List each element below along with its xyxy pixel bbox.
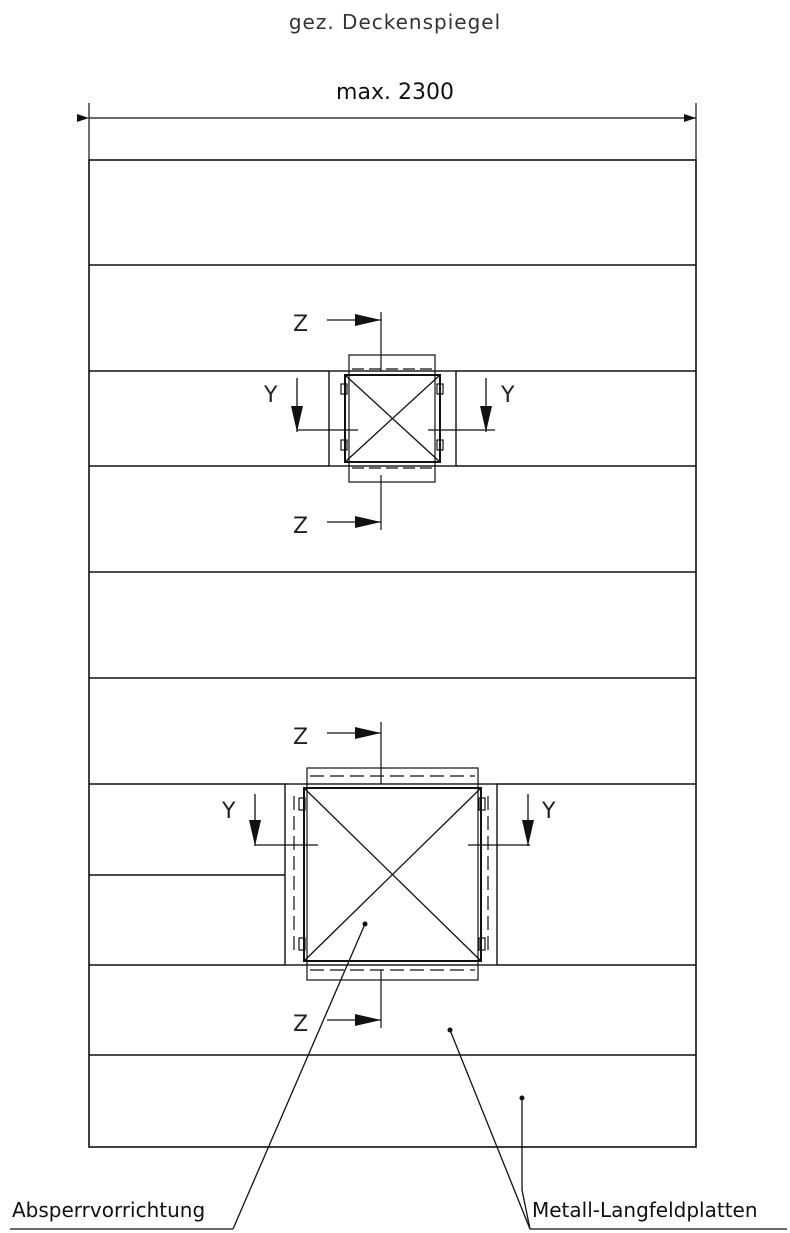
damper-large-diagonal [303,787,482,962]
drawing-title: gez. Deckenspiegel [288,10,502,34]
callout-absperrvorrichtung: Absperrvorrichtung [12,1198,206,1222]
bracket [436,439,444,451]
section-label-z: Z [293,1012,308,1037]
damper-small-body [344,374,441,463]
leader-dot [519,1095,525,1101]
section-label-y: Y [541,799,556,824]
section-label-y: Y [500,383,515,408]
leader-metall-langfeldplatten [521,1189,531,1230]
damper-small [297,312,495,530]
bracket [436,383,444,395]
bracket [298,937,306,951]
section-label-z: Z [293,312,308,337]
bracket [478,937,486,951]
section-labels: Z Z Z Z Y Y Y Y [221,312,556,1037]
bracket [478,797,486,811]
callout-metall-langfeldplatten: Metall-Langfeldplatten [532,1198,758,1222]
damper-small-cutout [328,370,457,467]
damper-small-diagonal [344,374,441,463]
damper-large-body [303,787,482,962]
leader-metall-langfeldplatten [449,1029,531,1230]
ceiling-frame [88,159,697,1148]
damper-large-flange [306,767,479,981]
ceiling-outline [88,159,697,1148]
damper-small-flange [348,354,436,483]
section-label-y: Y [221,799,236,824]
section-arrows [249,314,534,1026]
bracket [340,439,348,451]
section-label-z: Z [293,514,308,539]
damper-large [255,722,530,1028]
dimension-line [77,103,697,160]
width-dimension-label: max. 2300 [336,80,454,105]
bracket [298,797,306,811]
section-label-z: Z [293,725,308,750]
leader-dot [362,921,368,927]
bracket [340,383,348,395]
damper-large-cutout [284,783,498,966]
leader-dot [447,1027,453,1033]
leader-dots [362,921,525,1101]
section-label-y: Y [263,383,278,408]
leader-absperrvorrichtung [232,923,366,1230]
leader-lines [10,923,787,1230]
